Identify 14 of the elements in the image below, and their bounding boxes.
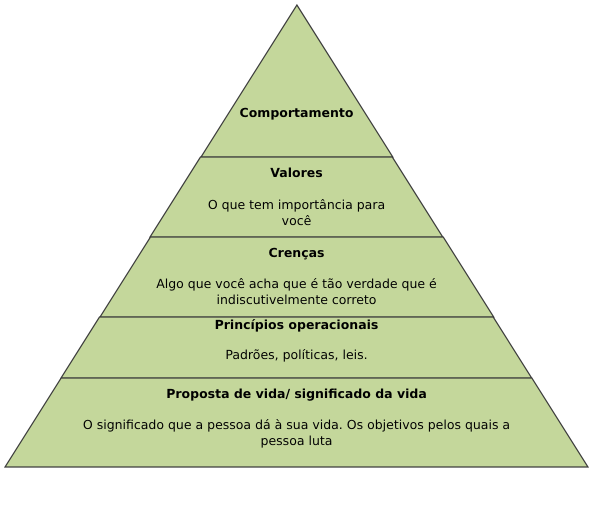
layer-heading: Valores <box>269 165 324 181</box>
layer-description: O significado que a pessoa dá à sua vida. Os objetivos pelos quais a pessoa luta <box>82 417 512 449</box>
pyramid-layer <box>200 5 392 157</box>
layer-heading: Proposta de vida/ significado da vida <box>165 386 428 402</box>
pyramid-layer <box>61 317 532 378</box>
pyramid-layer <box>5 378 588 467</box>
pyramid-layer <box>150 157 443 237</box>
pyramid-layer <box>100 237 494 317</box>
layer-description: Padrões, políticas, leis. <box>224 347 369 363</box>
layer-heading: Princípios operacionais <box>214 317 380 333</box>
layer-description: O que tem importância para você <box>206 197 386 229</box>
layer-description: Algo que você acha que é tão verdade que é indiscutivelmente correto <box>155 276 438 308</box>
layer-heading: Comportamento <box>238 105 354 121</box>
layer-heading: Crenças <box>267 245 326 261</box>
